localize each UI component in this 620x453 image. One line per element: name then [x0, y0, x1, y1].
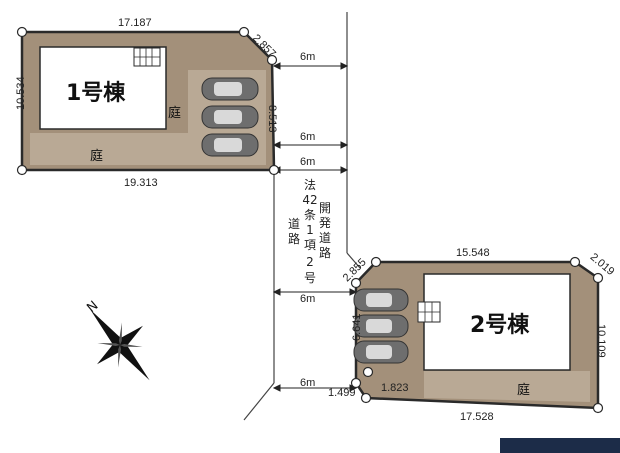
bottom-bar — [500, 438, 620, 453]
lot-1-dim-right: 8.513 — [266, 105, 278, 133]
lot-2-parking — [353, 288, 409, 364]
lot-2-garden-label: 庭 — [517, 382, 530, 398]
svg-text:路: 路 — [319, 245, 331, 260]
lot-2-dim-small-b: 1.499 — [328, 387, 356, 399]
road-width-arrows — [272, 62, 358, 392]
compass-north-label: N — [84, 298, 101, 316]
road-width-label: 6m — [300, 51, 315, 63]
road-width-labels: 6m 6m 6m 6m 6m — [300, 51, 315, 389]
north-arrow-icon — [90, 309, 150, 381]
lot-2-dim-top: 15.548 — [456, 247, 490, 259]
lot-1-dim-left: 10.534 — [15, 76, 27, 110]
svg-text:発: 発 — [319, 216, 331, 230]
lot-2-building — [423, 273, 571, 371]
lot-2-dim-small-a: 1.823 — [381, 382, 409, 394]
svg-text:条: 条 — [304, 208, 316, 222]
road-lines — [243, 12, 361, 421]
lot-2-corners — [350, 256, 604, 414]
lot-1-garden-label: 庭 — [90, 148, 103, 164]
svg-text:42: 42 — [302, 193, 317, 207]
lot-1-parking — [201, 77, 259, 157]
lot-2: 2号棟 庭 15.548 2.855 2.019 6.641 10.109 17… — [328, 247, 617, 423]
road-width-label: 6m — [300, 131, 315, 143]
lot-1-corners — [16, 26, 280, 176]
lot-1-dim-top: 17.187 — [118, 17, 152, 29]
lot-2-garden — [424, 371, 590, 402]
svg-text:道: 道 — [319, 231, 331, 245]
lot-1-building-label: 1号棟 — [66, 80, 126, 106]
lot-2-dim-bottom: 17.528 — [460, 411, 494, 423]
lot-2-dim-right: 10.109 — [595, 324, 607, 358]
svg-text:道: 道 — [288, 217, 300, 231]
road-label: 法 42 条 1 項 2 号 開 発 道 路 道 路 — [288, 178, 331, 285]
svg-text:1: 1 — [306, 223, 314, 237]
svg-text:開: 開 — [319, 201, 331, 215]
lot-2-dim-left: 6.641 — [351, 313, 363, 341]
road-width-label: 6m — [300, 377, 315, 389]
lot-1-dim-bottom: 19.313 — [124, 177, 158, 189]
svg-text:項: 項 — [304, 238, 316, 252]
lot-2-building-label: 2号棟 — [470, 312, 530, 338]
lot-1: 1号棟 庭 庭 17.187 2.857 10.534 8.513 19.313 — [15, 17, 280, 189]
svg-text:号: 号 — [304, 271, 316, 285]
road-width-label: 6m — [300, 293, 315, 305]
road-width-label: 6m — [300, 156, 315, 168]
lot-1-garden-label: 庭 — [168, 105, 181, 121]
svg-text:法: 法 — [304, 178, 316, 192]
svg-text:2: 2 — [306, 255, 314, 269]
svg-text:路: 路 — [288, 231, 300, 246]
